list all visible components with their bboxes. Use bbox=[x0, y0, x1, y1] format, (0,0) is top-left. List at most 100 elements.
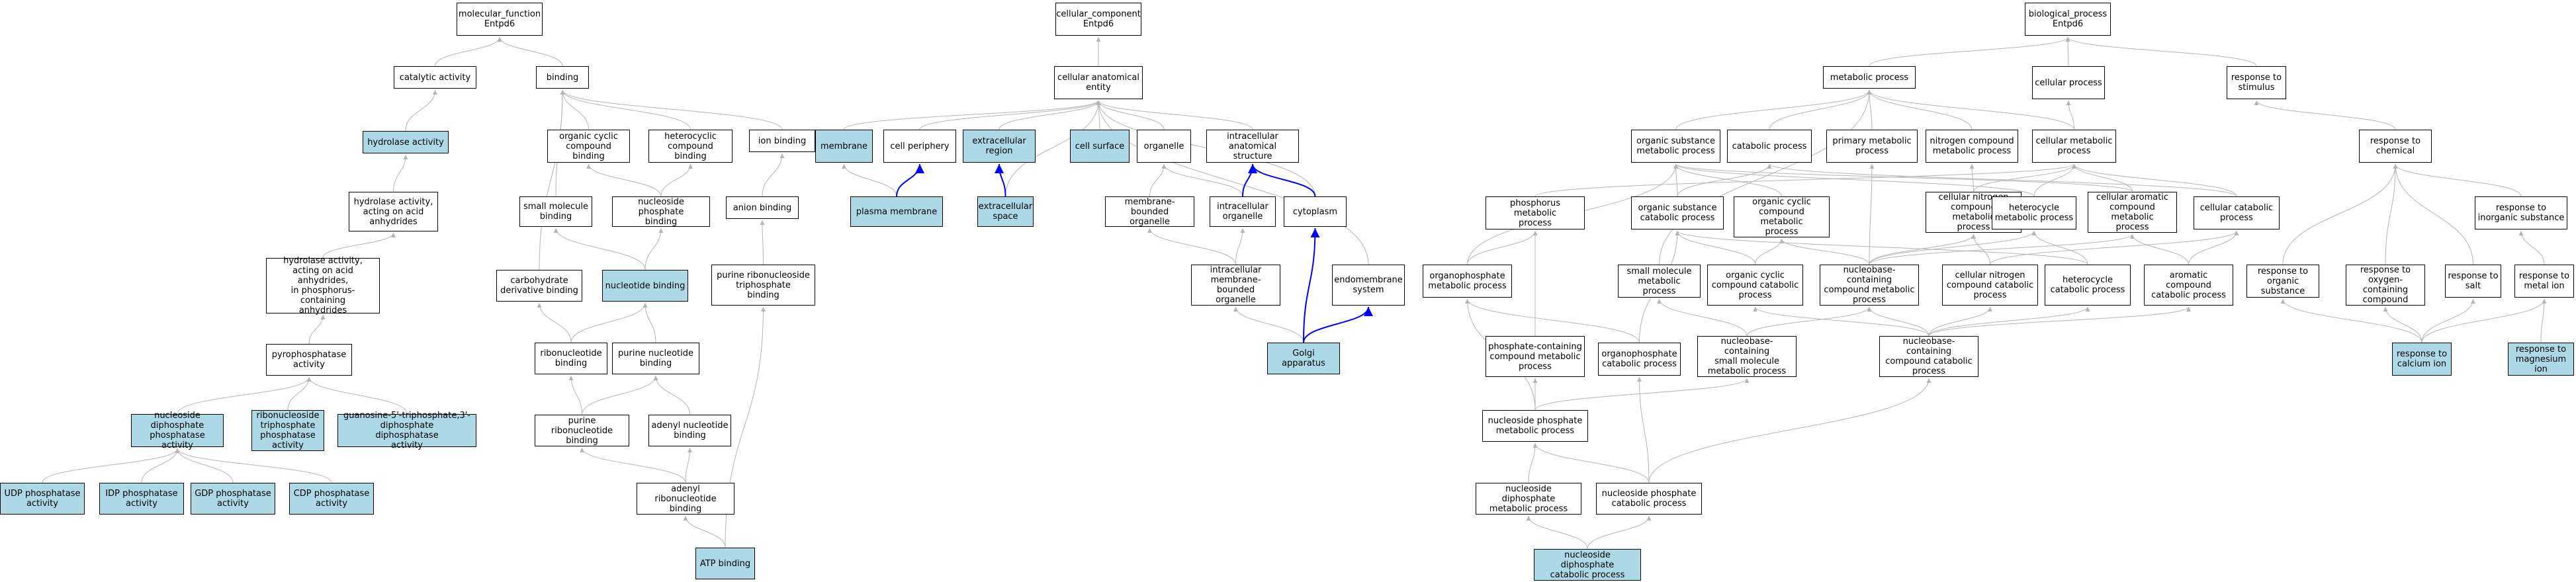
edge-ndpc-to-ndpm bbox=[1526, 515, 1588, 550]
go-term-node-hetc: heterocycle catabolic process bbox=[2045, 265, 2131, 306]
edge-nbcm-to-occm bbox=[1779, 238, 1870, 265]
edge-imbo-to-mbo bbox=[1147, 228, 1236, 265]
edge-guan-to-pyro bbox=[306, 376, 408, 415]
edge-ribo_bind-to-carb_bind bbox=[537, 302, 572, 343]
edge-cdp-to-ndp_act bbox=[175, 448, 332, 483]
go-term-node-cell_proc: cellular process bbox=[2032, 66, 2105, 99]
edge-cyto-to-ias bbox=[1248, 163, 1316, 197]
edge-np_bind-to-het_bind bbox=[660, 163, 693, 197]
edge-ribo_bind-to-nt_bind bbox=[570, 302, 648, 343]
edge-cmp-to-metab bbox=[1867, 89, 2074, 130]
go-term-node-ribo_bind: ribonucleotide binding bbox=[535, 343, 607, 374]
go-term-node-nbcc: nucleobase-containing compound catabolic… bbox=[1879, 336, 1978, 377]
go-term-node-catalytic: catalytic activity bbox=[394, 66, 476, 89]
go-term-node-extra_region: extracellular region bbox=[963, 130, 1036, 163]
go-term-node-npcp: nucleoside phosphate catabolic process bbox=[1596, 483, 1702, 515]
go-term-node-organelle: organelle bbox=[1137, 130, 1191, 163]
go-term-node-aden_bind: adenyl nucleotide binding bbox=[648, 415, 731, 446]
go-term-node-np_bind: nucleoside phosphate binding bbox=[612, 196, 710, 227]
go-term-node-adenribo_bind: adenyl ribonucleotide binding bbox=[637, 483, 734, 515]
edge-oc_bind-to-binding bbox=[560, 89, 589, 130]
edge-pyro-to-hyd_phos bbox=[308, 314, 326, 345]
edge-npcp-to-npmp bbox=[1532, 442, 1650, 483]
go-term-node-ias: intracellular anatomical structure bbox=[1206, 130, 1299, 163]
edge-endo-to-cae bbox=[1096, 100, 1369, 265]
go-term-node-hyd_phos: hydrolase activity, acting on acid anhyd… bbox=[266, 256, 380, 315]
go-term-node-cdp: CDP phosphatase activity bbox=[289, 483, 374, 515]
go-term-node-extra_space: extracellular space bbox=[977, 196, 1034, 227]
go-term-node-resp_inorg: response to inorganic substance bbox=[2475, 196, 2567, 229]
go-term-node-membrane: membrane bbox=[815, 130, 873, 163]
edge-nbcm-to-cncm bbox=[1869, 233, 1976, 265]
go-term-node-idp: IDP phosphatase activity bbox=[99, 483, 184, 515]
edge-orgph_cp-to-orgph_mp bbox=[1465, 298, 1640, 343]
edge-oscp-to-catab bbox=[1677, 163, 1772, 197]
go-term-node-osm: organic substance metabolic process bbox=[1631, 130, 1720, 163]
edge-resp_stim-to-bp bbox=[2065, 36, 2257, 67]
edge-cacm-to-osm bbox=[1673, 163, 2133, 192]
edge-occm-to-osm bbox=[1673, 163, 1782, 197]
edge-hyd_acid-to-hydrolase bbox=[393, 154, 408, 192]
go-term-node-cacm: cellular aromatic compound metabolic pro… bbox=[2088, 192, 2177, 233]
go-term-node-pur_bind: purine nucleotide binding bbox=[612, 343, 699, 374]
go-term-node-resp_ca: response to calcium ion bbox=[2392, 343, 2452, 376]
edge-nbcc-to-hetc bbox=[1928, 306, 2090, 337]
edge-resp_inorg-to-resp_chem bbox=[2393, 163, 2522, 197]
edge-plasma-to-cell_periph bbox=[896, 163, 924, 197]
edge-oscp-to-osm bbox=[1673, 163, 1679, 197]
go-term-node-io: intracellular organelle bbox=[1210, 196, 1276, 227]
go-term-node-resp_metal: response to metal ion bbox=[2514, 265, 2574, 298]
go-term-node-resp_oxy: response to oxygen-containing compound bbox=[2346, 265, 2425, 306]
edge-ncm-to-metab bbox=[1867, 89, 1973, 130]
edge-hetc-to-oscp bbox=[1675, 230, 2088, 265]
edge-extra_region-to-cae bbox=[999, 100, 1101, 130]
edge-acc-to-cacm bbox=[2130, 233, 2189, 265]
edge-atp_bind-to-adenribo_bind bbox=[683, 515, 726, 548]
edge-golgi-to-imbo bbox=[1233, 306, 1304, 343]
go-term-node-golgi: Golgi apparatus bbox=[1267, 343, 1340, 374]
go-term-node-oscp: organic substance catabolic process bbox=[1631, 196, 1724, 229]
edge-io-to-ias bbox=[1242, 163, 1257, 197]
go-term-node-npmp: nucleoside phosphate metabolic process bbox=[1482, 410, 1588, 442]
edge-nt_bind-to-np_bind bbox=[644, 228, 664, 270]
edge-ccp-to-catab bbox=[1767, 163, 2237, 197]
edge-pur_bind-to-nt_bind bbox=[643, 302, 656, 343]
go-term-node-imbo: intracellular membrane-bounded organelle bbox=[1191, 265, 1280, 306]
edge-ccp-to-cmp bbox=[2072, 163, 2237, 197]
edge-io-to-organelle bbox=[1161, 163, 1243, 197]
edge-cncc-to-cncm bbox=[1971, 233, 1990, 265]
edge-purribo_bind-to-pur_bind bbox=[582, 375, 658, 415]
go-term-node-resp_chem: response to chemical bbox=[2359, 130, 2432, 163]
edge-ndpm-to-npmp bbox=[1528, 442, 1538, 483]
edge-hetm-to-osm bbox=[1673, 163, 2035, 197]
go-term-node-sm_bind: small molecule binding bbox=[519, 196, 592, 227]
edge-resp_chem-to-resp_stim bbox=[2254, 100, 2396, 130]
go-term-node-gdp: GDP phosphatase activity bbox=[191, 483, 275, 515]
edge-metab-to-bp bbox=[1869, 36, 2070, 67]
edge-nbcm-to-prim bbox=[1869, 163, 1875, 265]
go-term-node-occp: organic cyclic compound catabolic proces… bbox=[1707, 265, 1803, 306]
edge-ion_bind-to-binding bbox=[560, 89, 783, 130]
edge-ndpc-to-npcp bbox=[1587, 515, 1652, 550]
edge-imbo-to-io bbox=[1235, 228, 1245, 265]
go-term-node-atp_bind: ATP binding bbox=[695, 548, 755, 579]
edge-resp_oxy-to-resp_chem bbox=[2385, 163, 2398, 265]
edge-cncc-to-ccp bbox=[1990, 230, 2239, 265]
go-term-node-resp_stim: response to stimulus bbox=[2227, 66, 2286, 99]
go-term-node-udp: UDP phosphatase activity bbox=[0, 483, 85, 515]
go-term-node-cell_surface: cell surface bbox=[1070, 130, 1130, 163]
go-term-node-plasma: plasma membrane bbox=[850, 196, 943, 227]
go-term-node-oc_bind: organic cyclic compound binding bbox=[547, 130, 630, 163]
go-term-node-endo: endomembrane system bbox=[1332, 265, 1405, 306]
edge-phos_mp-to-cmp bbox=[1534, 163, 2076, 197]
edge-golgi-to-endo bbox=[1303, 306, 1373, 343]
edge-nbcc-to-acc bbox=[1928, 306, 2191, 337]
go-term-node-rntp_act: ribonucleoside triphosphate phosphatase … bbox=[251, 410, 324, 451]
edge-cell_periph-to-cae bbox=[919, 100, 1101, 130]
go-term-node-resp_mg: response to magnesium ion bbox=[2508, 343, 2574, 376]
edge-purribo_bind-to-ribo_bind bbox=[568, 375, 582, 415]
go-term-node-nbcm: nucleobase-containing compound metabolic… bbox=[1820, 265, 1919, 306]
edge-nbcc-to-nbcm bbox=[1867, 306, 1930, 337]
